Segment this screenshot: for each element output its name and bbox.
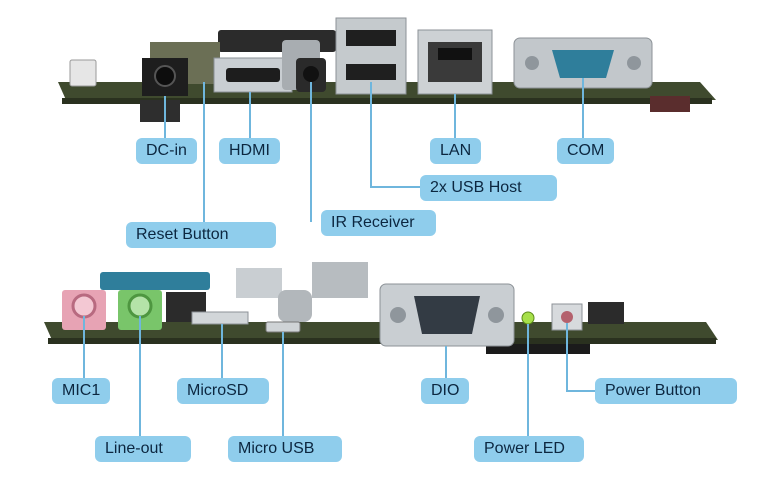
label-usb-host: 2x USB Host [420,175,557,201]
line-out-jack [118,290,162,330]
label-power-button: Power Button [595,378,737,404]
label-dio: DIO [421,378,470,404]
label-hdmi: HDMI [219,138,280,164]
microsd-slot [191,311,249,325]
leader-lines [83,78,595,436]
top-board [58,17,716,122]
label-micro-usb: Micro USB [228,436,342,462]
power-led [521,311,535,325]
leader-usb-host [370,82,420,188]
small-connector [69,59,97,87]
label-power-led: Power LED [474,436,584,462]
label-dc-in: DC-in [136,138,197,164]
label-ir-receiver: IR Receiver [321,210,436,236]
leader-power-button [566,323,595,392]
com-connector [513,37,653,89]
micro-usb-port [265,321,301,333]
mic1-jack [62,290,106,330]
label-mic1: MIC1 [52,378,111,404]
label-reset-button: Reset Button [126,222,276,248]
label-lan: LAN [430,138,482,164]
bottom-board [44,262,718,354]
dio-connector [379,283,515,347]
label-line-out: Line-out [95,436,191,462]
label-microsd: MicroSD [177,378,269,404]
label-com: COM [557,138,615,164]
